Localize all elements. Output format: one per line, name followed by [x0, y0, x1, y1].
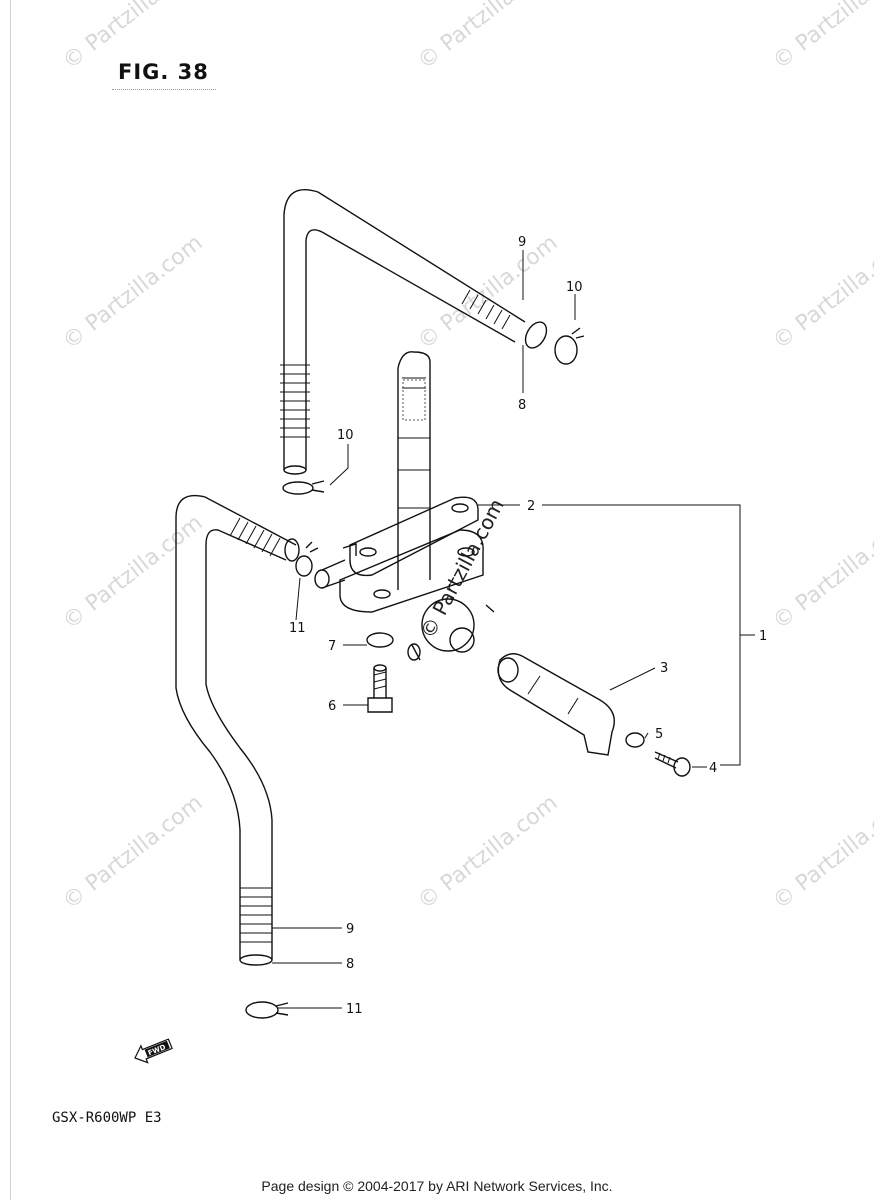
watermark: © Partzilla.com — [413, 231, 562, 355]
callout-4: 4 — [709, 761, 717, 776]
leader-lines — [272, 250, 755, 1009]
callout-3: 3 — [660, 661, 668, 676]
title-underline — [112, 89, 216, 90]
fwd-label: FWD — [147, 1043, 167, 1057]
watermark: © Partzilla.com — [58, 791, 207, 915]
figure-title: FIG. 38 — [118, 60, 209, 84]
center-watermark: © Partzilla.com — [415, 495, 509, 643]
fwd-arrow-icon: FWD — [134, 1038, 173, 1064]
callout-9-upper: 9 — [518, 235, 526, 250]
watermark: © Partzilla.com — [768, 0, 874, 75]
watermark: © Partzilla.com — [768, 511, 874, 635]
callout-10-lower: 10 — [337, 428, 354, 443]
upper-clamp-left — [282, 480, 325, 495]
watermark: © Partzilla.com — [413, 791, 562, 915]
page-footer: Page design © 2004-2017 by ARI Network S… — [261, 1178, 613, 1194]
bolt-6 — [367, 664, 393, 713]
model-code: GSX-R600WP E3 — [52, 1110, 162, 1126]
page-edge-rule — [10, 0, 11, 1200]
lower-clamp-bottom — [245, 1001, 289, 1019]
fuel-cock-body — [314, 351, 495, 661]
watermark: © Partzilla.com — [58, 511, 207, 635]
callout-2: 2 — [527, 499, 535, 514]
fuel-cock-lever — [497, 653, 615, 756]
upper-clamp-right — [554, 327, 585, 365]
watermark: © Partzilla.com — [768, 231, 874, 355]
watermark-layer: © Partzilla.com © Partzilla.com © Partzi… — [58, 0, 874, 915]
callout-1: 1 — [759, 629, 767, 644]
washer-7 — [366, 632, 394, 648]
washer-5 — [625, 732, 645, 748]
callout-7: 7 — [328, 639, 336, 654]
lower-fuel-hose — [175, 494, 300, 966]
callout-labels: 9 8 10 10 2 1 3 5 4 7 6 11 9 8 11 — [289, 235, 767, 1017]
callout-11-lower: 11 — [346, 1002, 363, 1017]
callout-11-upper: 11 — [289, 621, 306, 636]
lower-clamp-upper — [295, 541, 319, 577]
watermark: © Partzilla.com — [768, 791, 874, 915]
upper-fuel-hose — [280, 188, 548, 475]
callout-8-lower: 8 — [346, 957, 354, 972]
screw-4 — [654, 751, 691, 777]
callout-8-upper: 8 — [518, 398, 526, 413]
callout-10-upper: 10 — [566, 280, 583, 295]
callout-6: 6 — [328, 699, 336, 714]
watermark: © Partzilla.com — [413, 0, 562, 75]
callout-5: 5 — [655, 727, 663, 742]
watermark: © Partzilla.com — [58, 231, 207, 355]
callout-9-lower: 9 — [346, 922, 354, 937]
